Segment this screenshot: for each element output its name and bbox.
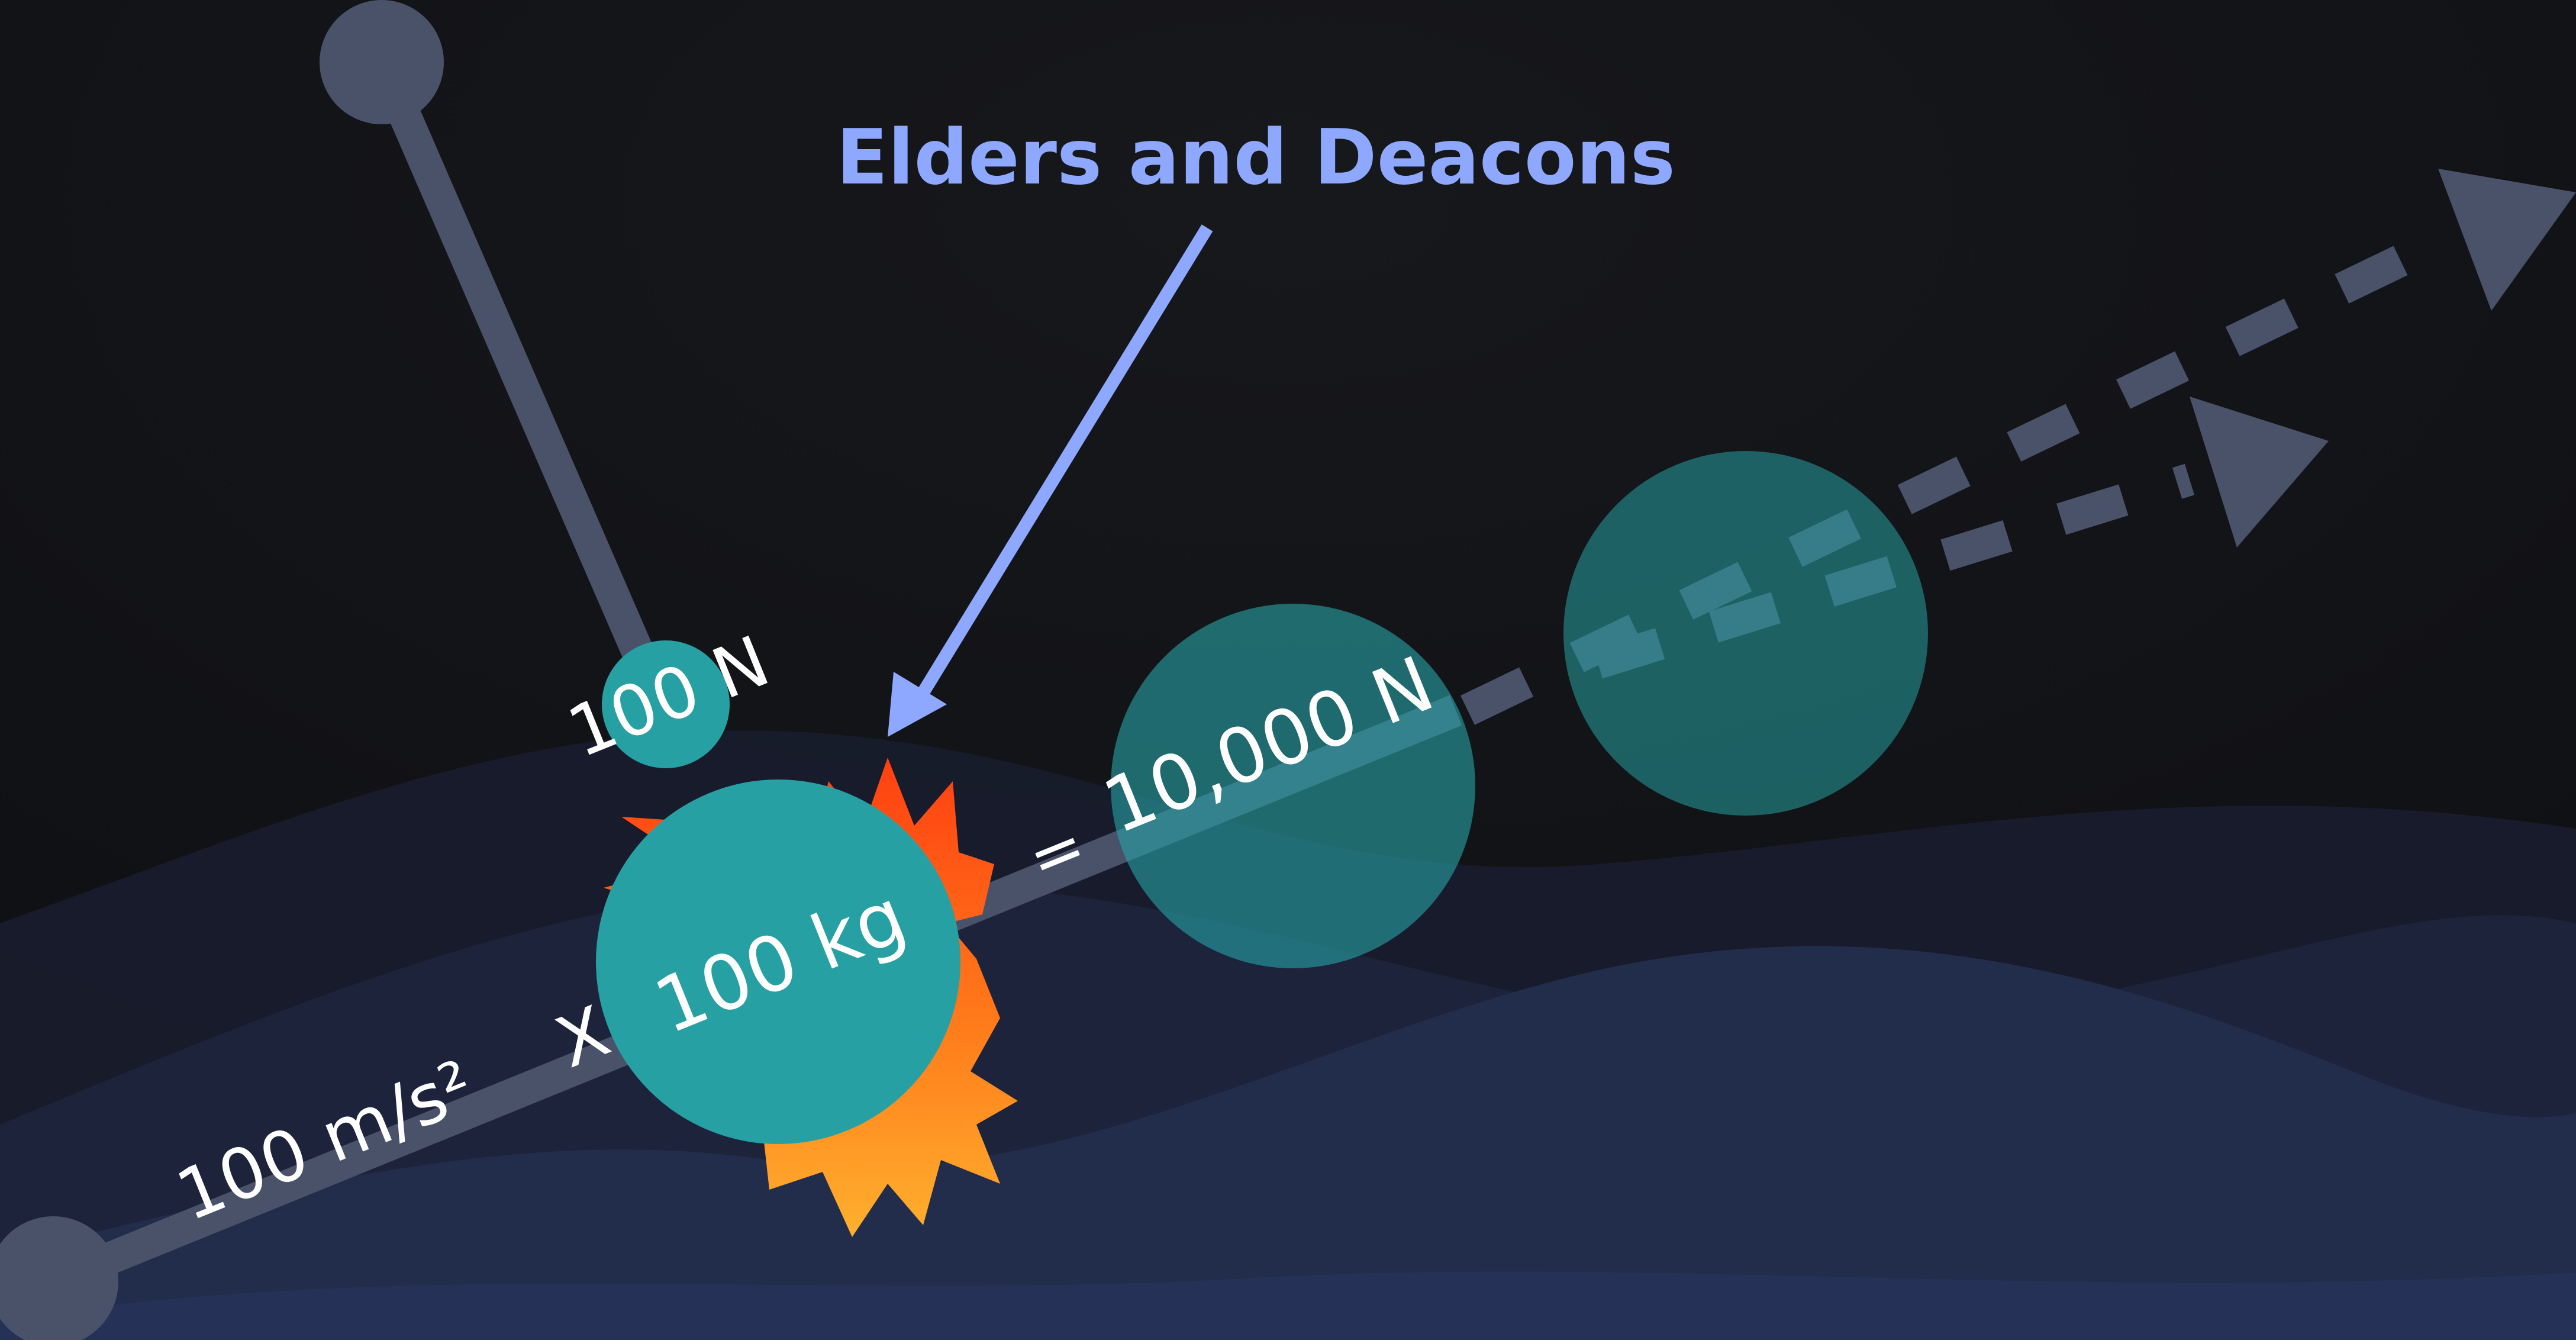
callout-arrow — [888, 224, 1213, 737]
dashed-arrow-lower — [1592, 397, 2329, 679]
line-top-node — [320, 0, 444, 124]
result-circle-far — [1563, 451, 1928, 816]
line-start-node — [0, 1216, 118, 1340]
wave-bottom — [0, 1271, 2576, 1340]
wave-front — [0, 946, 2576, 1340]
force-line — [366, 56, 681, 723]
result-circle-near — [1111, 604, 1475, 968]
mass-circle — [596, 779, 960, 1144]
diagram-title: Elders and Deacons — [836, 114, 1675, 202]
force-circle — [602, 640, 730, 768]
